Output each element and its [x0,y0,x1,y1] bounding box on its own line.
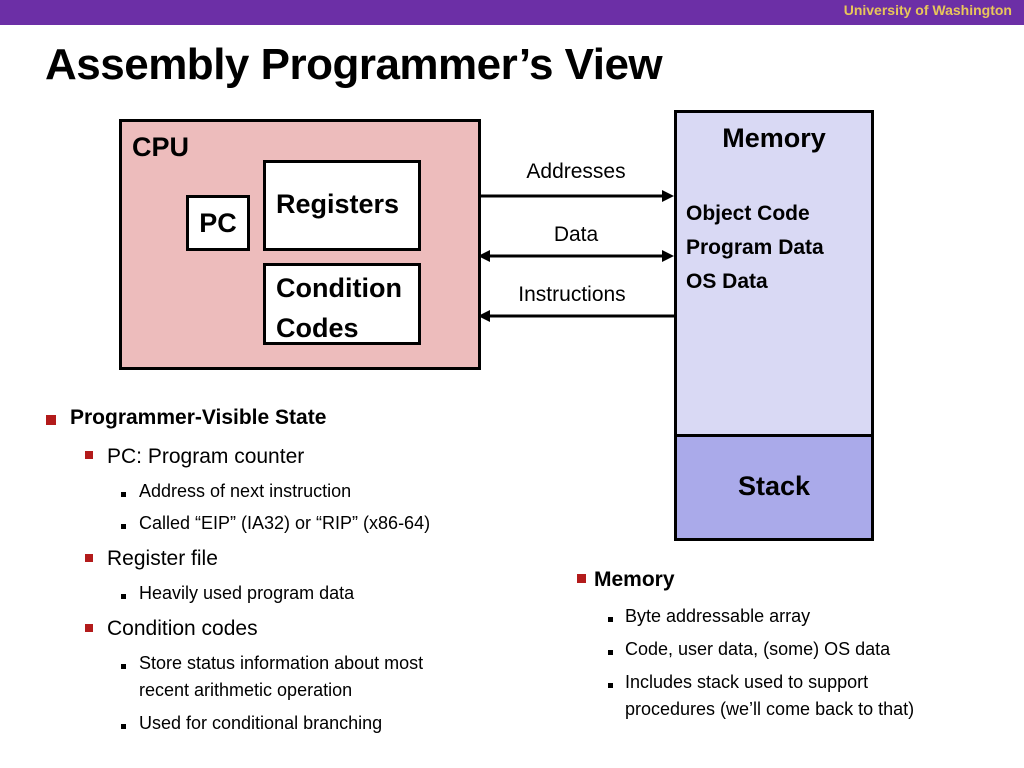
memory-item-object-code: Object Code [686,202,810,225]
bullet-marker [608,683,613,688]
instructions-label: Instructions [518,283,626,306]
bullet-memory-sub-2: Code, user data, (some) OS data [625,639,891,659]
bullet-regfile-sub-1: Heavily used program data [139,583,355,603]
memory-item-program-data: Program Data [686,236,824,259]
bullet-memory-sub-1: Byte addressable array [625,606,811,626]
stack-box: Stack [674,434,874,541]
header-bar: University of Washington [0,0,1024,25]
bullet-marker [121,724,126,729]
condition-codes-label: Condition Codes [276,268,402,348]
bullet-marker [577,574,586,583]
bullet-memory-sub-3-line2: procedures (we’ll come back to that) [625,699,915,719]
pc-label: PC [199,207,237,238]
bullet-marker [85,451,93,459]
bullet-register-file: Register file [107,547,218,570]
bullet-cc-sub-1-line2: recent arithmetic operation [139,680,353,700]
bullet-marker [85,554,93,562]
data-arrow [478,250,674,262]
bullet-marker [121,524,126,529]
instructions-arrow [478,310,674,322]
bullet-marker [608,617,613,622]
bullet-memory-sub-3-line1: Includes stack used to support [625,672,869,692]
pc-box: PC [186,195,250,251]
bullet-memory: Memory [594,568,675,591]
registers-label: Registers [276,189,400,219]
memory-box: Memory Object Code Program Data OS Data [674,110,874,437]
addresses-arrow [478,190,674,202]
bullet-pc: PC: Program counter [107,445,305,468]
condition-codes-line2: Codes [276,313,359,343]
memory-item-os-data: OS Data [686,270,768,293]
slide-title: Assembly Programmer’s View [45,40,663,89]
bullet-marker [121,664,126,669]
data-label: Data [553,223,599,246]
registers-box: Registers [263,160,421,251]
memory-contents: Object Code Program Data OS Data [686,197,824,299]
bullet-marker [85,624,93,632]
bullet-marker [46,415,56,425]
bullet-cc-sub-2: Used for conditional branching [139,713,383,733]
bullet-marker [608,650,613,655]
bullet-marker [121,492,126,497]
condition-codes-line1: Condition [276,273,402,303]
bullet-pc-sub-2: Called “EIP” (IA32) or “RIP” (x86-64) [139,513,431,533]
cpu-label: CPU [132,132,190,162]
bullet-cc-sub-1-line1: Store status information about most [139,653,424,673]
bullet-condition-codes: Condition codes [107,617,258,640]
bullet-marker [121,594,126,599]
condition-codes-box: Condition Codes [263,263,421,345]
institution-label: University of Washington [843,2,1012,18]
bullet-programmer-visible-state: Programmer-Visible State [70,406,327,429]
addresses-label: Addresses [526,160,626,183]
memory-label: Memory [722,123,826,153]
bullet-pc-sub-1: Address of next instruction [139,481,352,501]
stack-label: Stack [737,471,811,501]
